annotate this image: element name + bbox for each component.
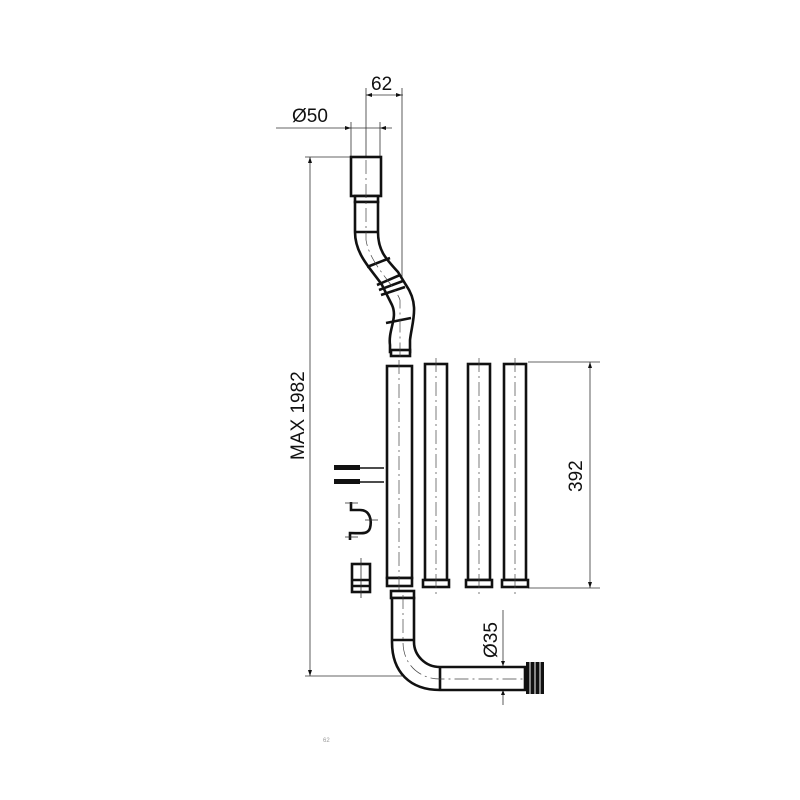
main-pipe	[385, 360, 414, 595]
dimension-392: 392	[528, 361, 600, 589]
dim-62-label: 62	[371, 74, 392, 95]
dim-392-label: 392	[566, 460, 587, 492]
top-bend-pipe	[349, 155, 416, 360]
dimension-max-height: MAX 1982	[288, 156, 402, 677]
outlet-thread	[526, 660, 544, 696]
extension-tube	[421, 358, 451, 595]
wall-plug-screw	[334, 465, 384, 470]
wall-plug-screw	[334, 479, 384, 484]
dim-diameter-35-label: Ø35	[481, 622, 502, 658]
footer-mark: 62	[323, 738, 330, 744]
extension-tube	[500, 358, 530, 595]
dimension-62: 62	[365, 74, 403, 350]
dimension-diameter-50: Ø50	[276, 106, 392, 160]
dim-max-height-label: MAX 1982	[288, 371, 309, 460]
pipe-clip	[345, 502, 378, 540]
coupling-sleeve	[350, 558, 372, 598]
dim-diameter-50-label: Ø50	[292, 106, 328, 127]
extension-tube	[464, 358, 494, 595]
bottom-elbow-pipe	[389, 589, 544, 696]
